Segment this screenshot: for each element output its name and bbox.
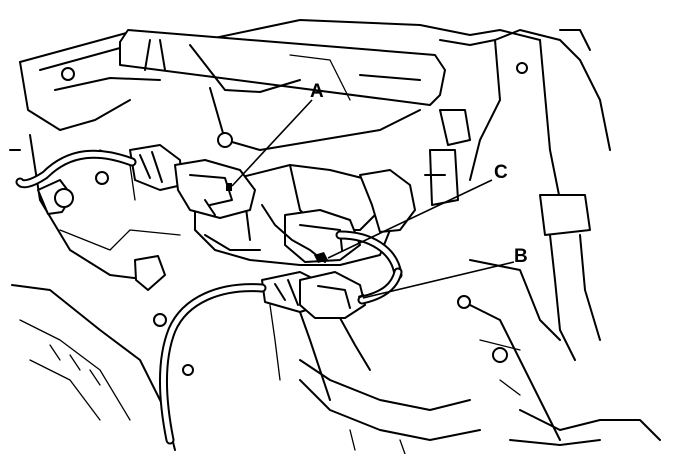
leader-line-b: [362, 261, 515, 299]
leader-line-a: [231, 99, 313, 187]
connector-c: [261, 204, 403, 280]
sensor-cable-left: [15, 67, 233, 376]
right-frame: [424, 29, 611, 441]
lower-pipe: [299, 359, 661, 454]
upper-pipe: [119, 29, 446, 151]
callout-c-label: C: [494, 162, 508, 183]
callout-b-label: B: [514, 246, 528, 267]
connector-b: [261, 267, 403, 319]
callout-a-label: A: [310, 81, 324, 102]
connector-a: [129, 144, 256, 219]
wire-harness: [159, 283, 371, 445]
leader-line-c: [327, 179, 493, 259]
